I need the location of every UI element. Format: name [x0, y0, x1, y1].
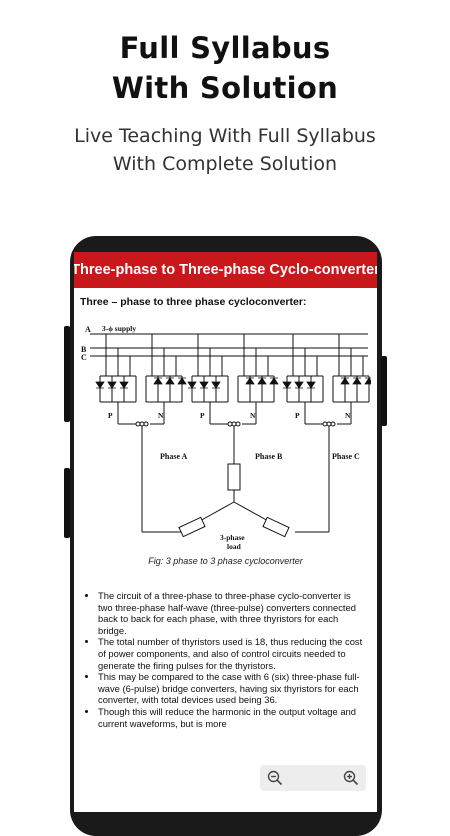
inductor-coil — [235, 421, 241, 427]
thyristor-symbol — [153, 377, 163, 385]
thyristor-symbol — [95, 381, 105, 389]
promo-subline: Live Teaching With Full Syllabus With Co… — [0, 122, 450, 178]
n-label: N — [158, 411, 164, 420]
inductor-coil — [135, 421, 141, 427]
power-button — [381, 356, 387, 426]
headline-line-1: Full Syllabus — [119, 31, 331, 65]
line-a-label: A — [85, 325, 91, 334]
inductor-coil — [143, 421, 149, 427]
bullet-item: The circuit of a three-phase to three-ph… — [98, 590, 371, 636]
zoom-controls — [260, 765, 366, 791]
inductor-coil — [326, 421, 332, 427]
inductor-coil — [227, 421, 233, 427]
side-button — [64, 468, 70, 538]
n-label: N — [250, 411, 256, 420]
bullet-item: This may be compared to the case with 6 … — [98, 671, 371, 706]
app-title: Three-phase to Three-phase Cyclo-convert… — [74, 262, 377, 278]
thyristor-symbol — [282, 381, 292, 389]
line-c-label: C — [81, 353, 87, 362]
subline-line-2: With Complete Solution — [112, 153, 338, 175]
bullet-item: The total number of thyristors used is 1… — [98, 636, 371, 671]
zoom-in-button[interactable] — [342, 769, 360, 787]
phone-screen: Three-phase to Three-phase Cyclo-convert… — [74, 252, 377, 812]
inductor-coil — [330, 421, 336, 427]
wire — [233, 501, 271, 523]
load-label-1: 3-phase — [220, 533, 245, 542]
promo-headline: Full Syllabus With Solution — [0, 28, 450, 108]
headline-line-2: With Solution — [111, 71, 339, 105]
phase-b-label: Phase B — [255, 452, 283, 461]
thyristor-symbol — [107, 381, 117, 389]
thyristor-symbol — [119, 381, 129, 389]
p-label: P — [200, 411, 205, 420]
app-bar: Three-phase to Three-phase Cyclo-convert… — [74, 252, 377, 288]
phase-c-label: Phase C — [332, 452, 360, 461]
section-title: Three – phase to three phase cycloconver… — [80, 296, 307, 308]
load-resistor-a — [178, 516, 206, 538]
inductor-coil — [231, 421, 237, 427]
thyristor-symbol — [245, 377, 255, 385]
volume-button — [64, 326, 70, 422]
inductor-coil — [139, 421, 145, 427]
thyristor-symbol — [294, 381, 304, 389]
figure-caption: Fig: 3 phase to 3 phase cycloconverter — [148, 556, 303, 566]
thyristor-symbol — [165, 377, 175, 385]
load-label-2: load — [227, 542, 242, 551]
thyristor-symbol — [211, 381, 221, 389]
p-label: P — [108, 411, 113, 420]
cycloconverter-diagram: A B C 3-ϕ supply Phase A Phase B Phase C… — [81, 324, 371, 551]
zoom-out-button[interactable] — [266, 769, 284, 787]
thyristor-symbol — [269, 377, 279, 385]
bullet-list: The circuit of a three-phase to three-ph… — [80, 590, 371, 729]
thyristor-symbol — [187, 381, 197, 389]
load-resistor-c — [262, 516, 290, 538]
thyristor-symbol — [177, 377, 187, 385]
p-label: P — [295, 411, 300, 420]
zoom-in-icon — [343, 770, 359, 786]
zoom-out-icon — [267, 770, 283, 786]
n-label: N — [345, 411, 351, 420]
thyristor-symbol — [199, 381, 209, 389]
line-b-label: B — [81, 345, 87, 354]
thyristor-symbol — [340, 377, 350, 385]
inductor-coil — [322, 421, 328, 427]
thyristor-symbol — [257, 377, 267, 385]
subline-line-1: Live Teaching With Full Syllabus — [74, 125, 376, 147]
bullet-item: Though this will reduce the harmonic in … — [98, 706, 371, 729]
wire — [197, 501, 235, 523]
phase-a-label: Phase A — [160, 452, 188, 461]
supply-label: 3-ϕ supply — [102, 324, 136, 333]
thyristor-symbol — [364, 377, 371, 385]
load-resistor-b — [227, 463, 241, 491]
thyristor-symbol — [352, 377, 362, 385]
article-content[interactable]: Three – phase to three phase cycloconver… — [74, 288, 377, 729]
thyristor-symbol — [306, 381, 316, 389]
